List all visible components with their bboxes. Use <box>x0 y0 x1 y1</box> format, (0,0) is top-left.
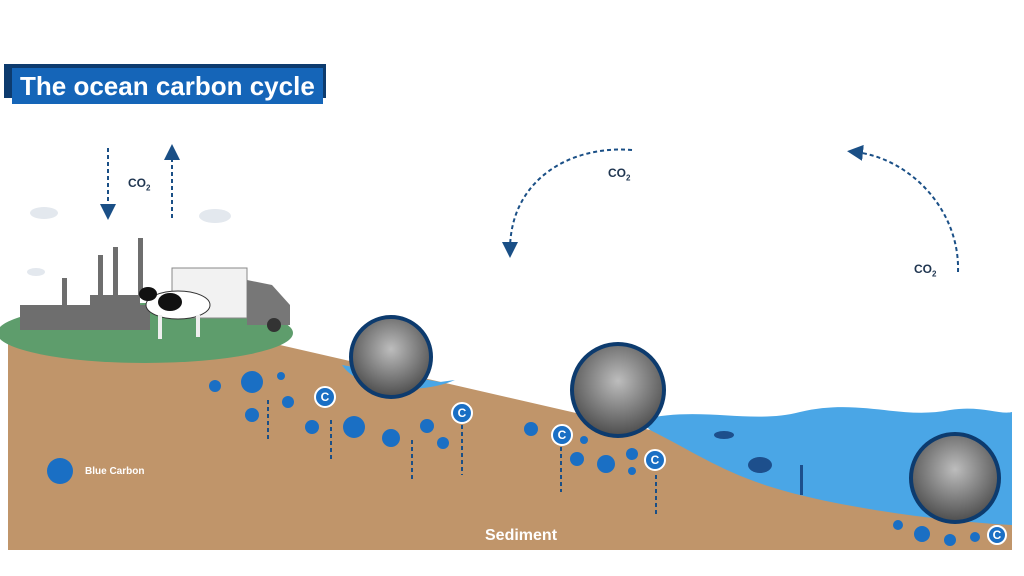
legend-dot <box>47 458 73 484</box>
marine-life-icons <box>714 431 803 495</box>
sediment-label: Sediment <box>485 527 558 544</box>
carbon-symbol: C <box>557 428 567 442</box>
carbon-symbol: C <box>457 406 467 420</box>
legend-label: Blue Carbon <box>85 466 145 477</box>
co2-arrows <box>100 144 960 515</box>
carbon-symbol: C <box>320 390 330 404</box>
page-title: The ocean carbon cycle <box>12 68 323 104</box>
cloud-icons <box>27 207 231 276</box>
seagrass-photo <box>909 432 1001 524</box>
co2-label-land: CO2 <box>128 176 151 193</box>
co2-label-ocean-down: CO2 <box>608 166 631 183</box>
carbon-badges <box>314 386 1007 545</box>
co2-label-ocean-up: CO2 <box>914 262 937 279</box>
carbon-symbol: C <box>992 528 1002 542</box>
mangrove-photo <box>570 342 666 438</box>
carbon-symbol: C <box>650 453 660 467</box>
sediment-ground <box>8 340 1012 550</box>
blue-carbon-dots <box>47 371 980 546</box>
factory-icon <box>20 238 150 330</box>
cow-icon <box>139 287 211 339</box>
salt-marsh-photo <box>349 315 433 399</box>
